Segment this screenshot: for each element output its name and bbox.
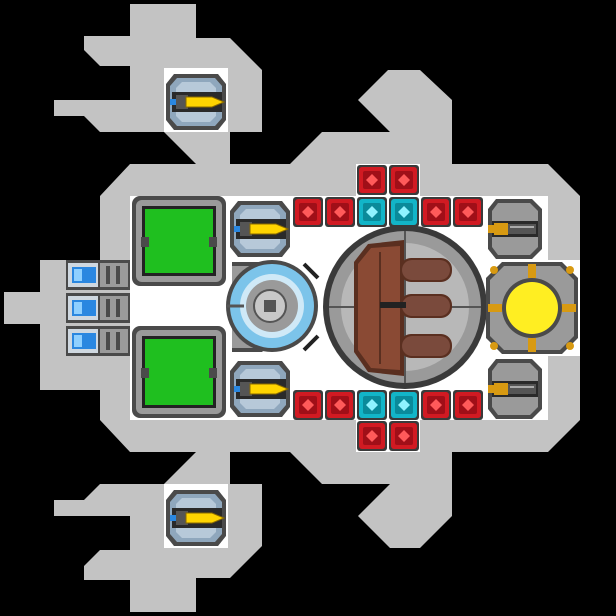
top-node-red-block-1[interactable] [357,165,387,195]
cannon-bottom-wing[interactable] [165,489,227,547]
engine-core-module[interactable] [323,225,487,389]
cannon-lower[interactable] [229,360,291,418]
green-storage-module-top[interactable] [132,196,226,286]
top-row-red-block-6[interactable] [453,197,483,227]
top-row-red-block-1[interactable] [293,197,323,227]
thruster-3[interactable] [66,326,130,356]
bottom-row-red-block-2[interactable] [325,390,355,420]
green-storage-module-bottom[interactable] [132,326,226,418]
bottom-row-red-block-6[interactable] [453,390,483,420]
hull-upper-wing [54,4,262,164]
thruster-2[interactable] [66,293,130,323]
bottom-row-red-block-1[interactable] [293,390,323,420]
hull-connectors [302,262,320,352]
bottom-row-cyan-block-4[interactable] [389,390,419,420]
top-node-red-block-2[interactable] [389,165,419,195]
bottom-node-red-block-2[interactable] [389,421,419,451]
cannon-top-wing[interactable] [165,73,227,131]
bottom-row-cyan-block-3[interactable] [357,390,387,420]
hull-lower-wing [54,452,262,612]
cannon-upper[interactable] [229,200,291,258]
top-row-red-block-5[interactable] [421,197,451,227]
top-row-cyan-block-4[interactable] [389,197,419,227]
turret-lower[interactable] [488,359,542,419]
bottom-row-red-block-5[interactable] [421,390,451,420]
reactor-module[interactable] [486,262,578,354]
top-row-red-block-2[interactable] [325,197,355,227]
bottom-node-red-block-1[interactable] [357,421,387,451]
shield-dome-module[interactable] [226,260,318,352]
turret-upper[interactable] [488,199,542,259]
thruster-1[interactable] [66,260,130,290]
top-row-cyan-block-3[interactable] [357,197,387,227]
